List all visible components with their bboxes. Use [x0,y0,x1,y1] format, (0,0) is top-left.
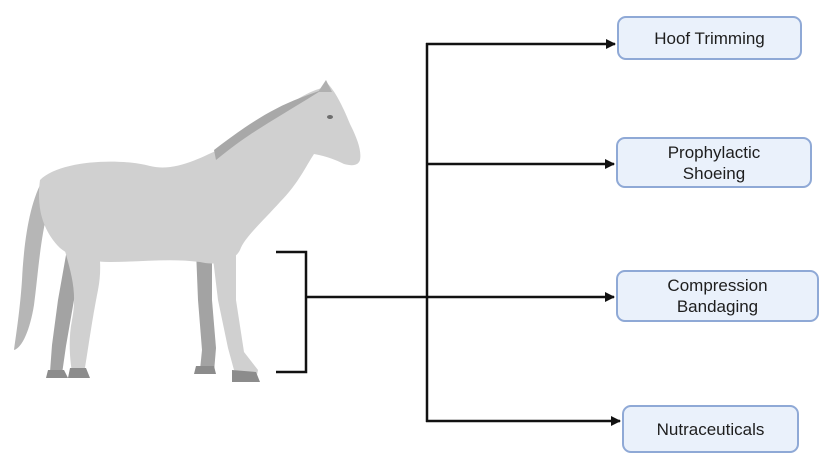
treatment-box-hoof-trimming: Hoof Trimming [617,16,802,60]
treatment-box-prophylactic-shoeing: Prophylactic Shoeing [616,137,812,188]
treatment-label: Hoof Trimming [654,28,765,48]
treatment-label: Compression Bandaging [667,276,768,316]
treatment-box-nutraceuticals: Nutraceuticals [622,405,799,453]
bracket-icon [276,250,308,374]
treatment-label: Nutraceuticals [656,419,765,439]
horse-icon [14,80,361,382]
treatment-label: Prophylactic Shoeing [667,142,761,183]
treatment-box-compression-bandaging: Compression Bandaging [616,270,819,322]
